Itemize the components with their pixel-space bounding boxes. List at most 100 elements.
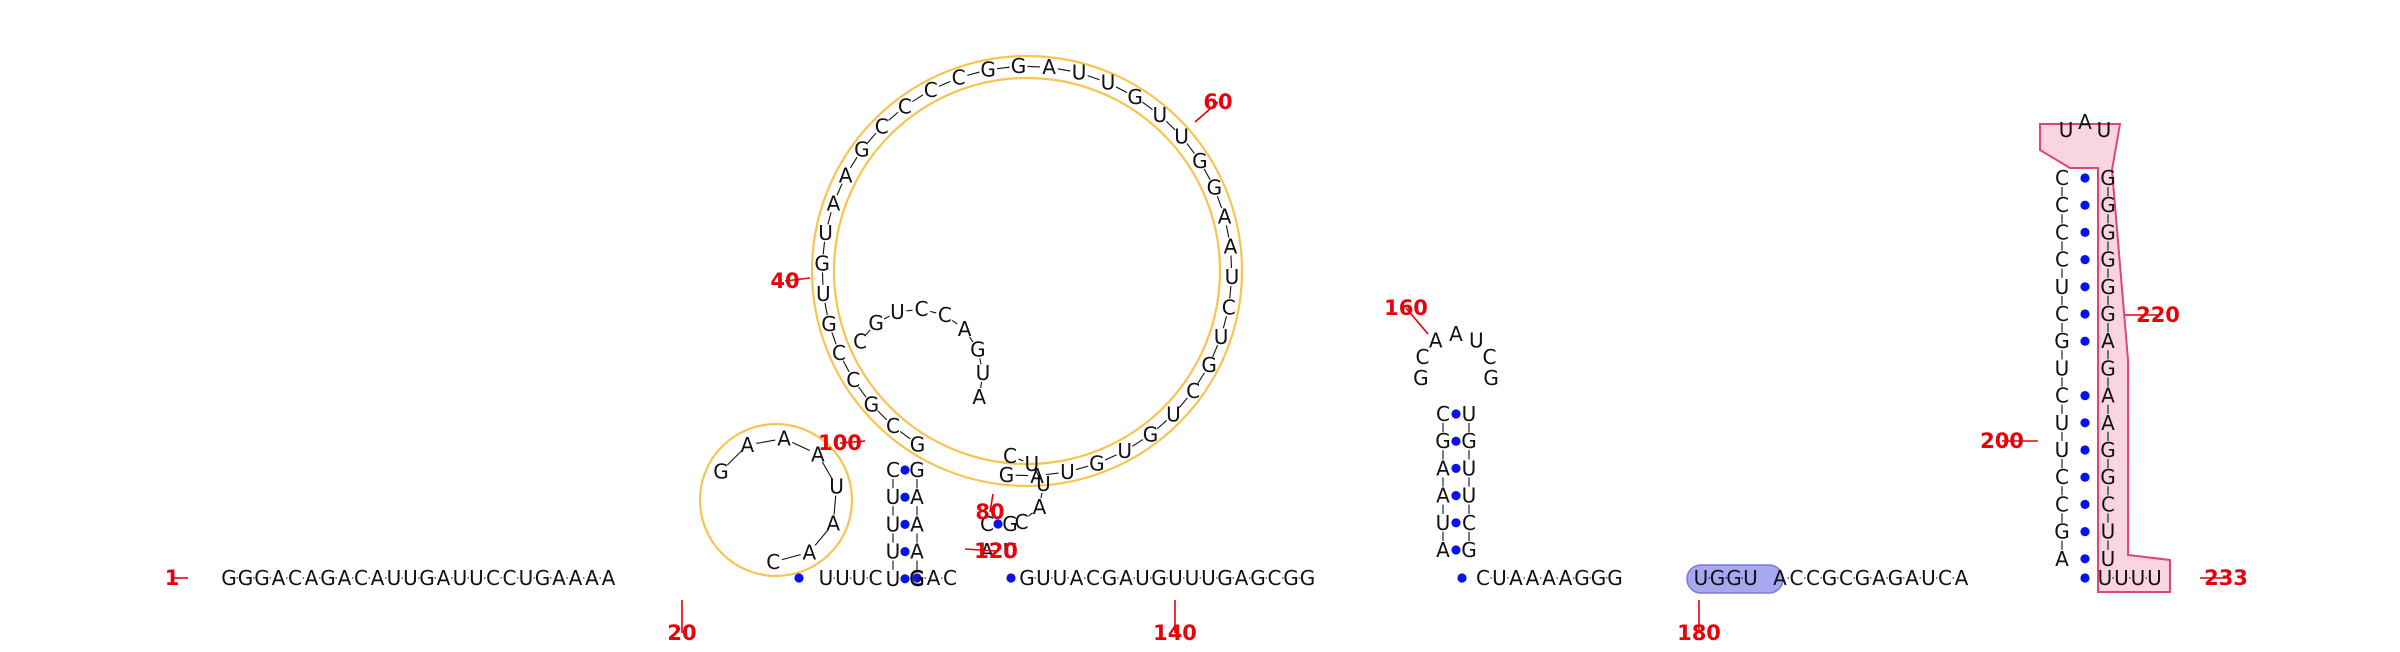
nucleotide-stem: A (2101, 384, 2115, 408)
nucleotide-multiloop: U (852, 566, 867, 590)
nucleotide-hairpin-loop: C (853, 329, 867, 353)
nucleotide-stem: G (2100, 275, 2116, 299)
nucleotide-linker: U (1135, 566, 1150, 590)
nucleotide-stem: G (2100, 465, 2116, 489)
nucleotide-big-loop: G (980, 58, 996, 82)
nucleotide-stem: G (1435, 429, 1451, 453)
backbone-bond (1105, 455, 1116, 460)
position-label: 180 (1677, 621, 1721, 645)
nucleotide-stem: C (2101, 492, 2115, 516)
backbone-bond (939, 81, 950, 86)
position-label: 200 (1980, 429, 2024, 453)
nucleotide-stem: G (909, 458, 925, 482)
backbone-bond (1088, 76, 1100, 80)
base-pair-dot (1451, 545, 1460, 554)
nucleotide-hairpin-loop: C (1416, 345, 1430, 369)
backbone-bond (727, 451, 741, 465)
nucleotide-highlighted: U (1743, 566, 1758, 590)
nucleotide-hairpin-loop: A (1033, 495, 1047, 519)
nucleotide-linker: G (1250, 566, 1266, 590)
nucleotide-stem: A (2055, 547, 2069, 571)
base-pair-dot (900, 547, 909, 556)
position-label: 80 (975, 500, 1004, 524)
base-pair-dot (2080, 309, 2089, 318)
nucleotide-big-loop: C (1186, 379, 1200, 403)
nucleotide-big-loop: G (1143, 423, 1159, 447)
nucleotide-stem: G (2100, 438, 2116, 462)
nucleotide-big-loop: A (839, 163, 853, 187)
backbone-bond (1116, 87, 1127, 93)
nucleotide-stem: C (2055, 465, 2069, 489)
backbone-bond (900, 431, 910, 438)
nucleotide-linker: G (1855, 566, 1871, 590)
nucleotide-stem: U (1462, 402, 1477, 426)
nucleotide-stem: A (1436, 484, 1450, 508)
nucleotide-5prime: G (535, 566, 551, 590)
position-label: 160 (1384, 296, 1428, 320)
base-pair-dot (2080, 500, 2089, 509)
base-pair-dot (2080, 445, 2089, 454)
nucleotide-spacer: G (1607, 566, 1623, 590)
nucleotide-stem: U (886, 540, 901, 564)
nucleotide-tail: U (2131, 566, 2146, 590)
backbone-bond (1132, 440, 1143, 447)
nucleotide-big-loop: A (827, 191, 841, 215)
nucleotide-big-loop: G (821, 312, 837, 336)
position-label: 120 (974, 539, 1018, 563)
nucleotide-stem: G (2100, 193, 2116, 217)
nucleotide-highlighted: G (1710, 566, 1726, 590)
nucleotide-linker: U (1185, 566, 1200, 590)
nucleotide-5prime: U (469, 566, 484, 590)
nucleotide-big-loop: C (875, 114, 889, 138)
nucleotide-linker: A (1773, 566, 1787, 590)
nucleotide-stem: G (2054, 520, 2070, 544)
nucleotide-linker: G (1300, 566, 1316, 590)
backbone-bond (967, 72, 979, 75)
nucleotide-5prime: U (519, 566, 534, 590)
nucleotide-stem: A (2101, 411, 2115, 435)
position-label: 140 (1153, 621, 1197, 645)
nucleotide-stem: A (910, 540, 924, 564)
backbone-bond (1058, 69, 1070, 71)
nucleotide-stem: C (2055, 248, 2069, 272)
base-pair-dot (1451, 437, 1460, 446)
nucleotide-hairpin-loop: C (1003, 444, 1017, 468)
nucleotide-linker: G (1888, 566, 1904, 590)
nucleotide-5prime: U (453, 566, 468, 590)
nucleotide-stem: C (2055, 166, 2069, 190)
nucleotide-stem: A (1436, 538, 1450, 562)
nucleotide-tail: U (2147, 566, 2162, 590)
nucleotide-hairpin-loop: G (713, 459, 729, 483)
nucleotide-hairpin-loop: G (970, 337, 986, 361)
nucleotide-spacer: U (1492, 566, 1507, 590)
base-pair-dot (1457, 573, 1466, 582)
nucleotide-hairpin-loop: G (1483, 366, 1499, 390)
nucleotide-multiloop: U (835, 566, 850, 590)
backbone-bond (1018, 459, 1023, 461)
nucleotide-big-loop: A (1042, 55, 1056, 79)
position-label: 40 (770, 269, 799, 293)
base-pair-dot (2080, 554, 2089, 563)
base-pair-dot (2080, 391, 2089, 400)
nucleotide-hairpin-loop: G (1413, 366, 1429, 390)
nucleotide-stem: A (910, 485, 924, 509)
nucleotide-stem: G (1461, 538, 1477, 562)
nucleotide-linker: A (1119, 566, 1133, 590)
nucleotide-stem: U (2101, 547, 2116, 571)
nucleotide-big-loop: G (854, 138, 870, 162)
base-pair-dot (900, 520, 909, 529)
nucleotide-hairpin-loop: U (829, 475, 844, 499)
nucleotide-big-loop: G (864, 392, 880, 416)
nucleotide-stem: U (2055, 356, 2070, 380)
nucleotide-big-loop: C (886, 414, 900, 438)
nucleotide-spacer: A (1559, 566, 1573, 590)
base-pair-dot (1451, 518, 1460, 527)
nucleotide-stem: C (1462, 511, 1476, 535)
nucleotide-hairpin-loop: A (777, 427, 791, 451)
nucleotide-multiloop: U (819, 566, 834, 590)
base-pair-dot (2080, 173, 2089, 182)
backbone-bond (912, 95, 923, 102)
